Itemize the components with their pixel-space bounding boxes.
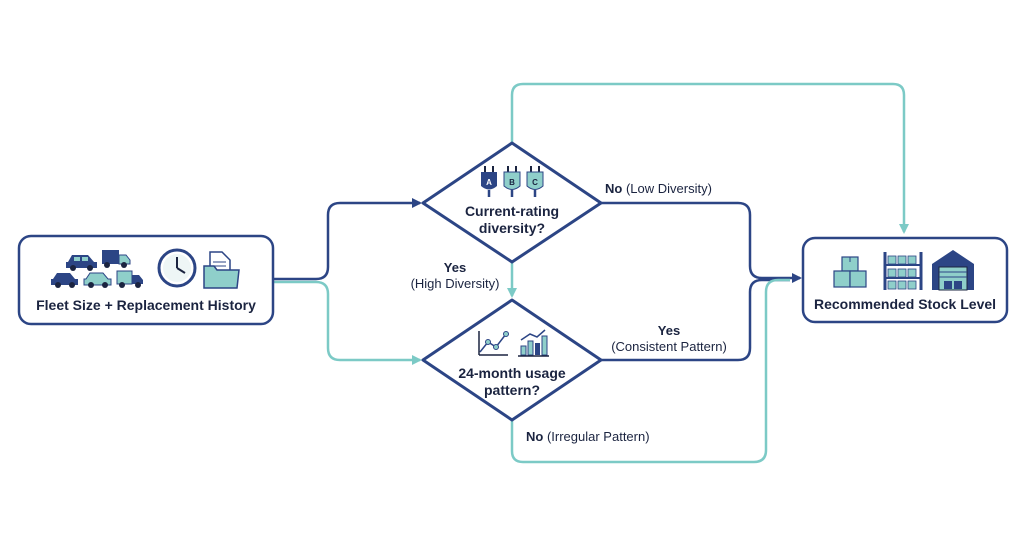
- edge-label-yes-consistent-line1: Yes: [658, 323, 680, 338]
- connector-decision2-bottom-to-target: [510, 278, 790, 464]
- truck-icon: [102, 250, 131, 268]
- car-icon-3: [83, 272, 112, 288]
- connector-top-loop: [510, 82, 909, 234]
- warehouse-icon: [932, 250, 974, 291]
- car-icon: [66, 255, 97, 271]
- connector-decision1-to-target: [601, 201, 802, 283]
- shelving-icon: [883, 252, 923, 290]
- plug-b-icon: B: [503, 166, 521, 197]
- plug-a-icon: A: [481, 166, 497, 197]
- line-trend-icon: [478, 331, 509, 356]
- svg-text:A: A: [486, 178, 492, 187]
- car-icon-2: [51, 273, 78, 288]
- decision1-line2: diversity?: [479, 220, 545, 236]
- edge-label-yes-consistent-line2: (Consistent Pattern): [611, 339, 727, 354]
- decision2-line1: 24-month usage: [458, 365, 566, 381]
- truck-icon-2: [116, 270, 143, 288]
- clock-icon: [157, 248, 197, 288]
- edge-label-no-irregular: No (Irregular Pattern): [526, 429, 650, 444]
- decision1-line1: Current-rating: [465, 203, 559, 219]
- decision-24-month-usage-pattern: 24-month usage pattern?: [421, 298, 603, 422]
- edge-label-yes-high-line2: (High Diversity): [411, 276, 500, 291]
- boxes-icon: [833, 256, 867, 288]
- plug-c-icon: C: [526, 166, 544, 197]
- bar-chart-icon: [518, 329, 549, 357]
- decision-current-rating-diversity: A B C Current-rating diversity?: [421, 141, 603, 264]
- target-node-label: Recommended Stock Level: [814, 296, 996, 312]
- decision2-line2: pattern?: [484, 382, 540, 398]
- connector-decision2-to-target: [601, 278, 790, 362]
- svg-text:B: B: [509, 178, 515, 187]
- connector-source-to-decision1: [273, 198, 422, 281]
- target-node: Recommended Stock Level: [801, 236, 1009, 324]
- source-node-label: Fleet Size + Replacement History: [36, 297, 256, 313]
- source-node: Fleet Size + Replacement History: [17, 234, 275, 326]
- svg-text:C: C: [532, 178, 538, 187]
- connector-source-to-decision2: [273, 280, 422, 365]
- edge-label-yes-high-line1: Yes: [444, 260, 466, 275]
- edge-label-no-low-diversity: No (Low Diversity): [605, 181, 712, 196]
- document-folder-icon: [203, 251, 240, 289]
